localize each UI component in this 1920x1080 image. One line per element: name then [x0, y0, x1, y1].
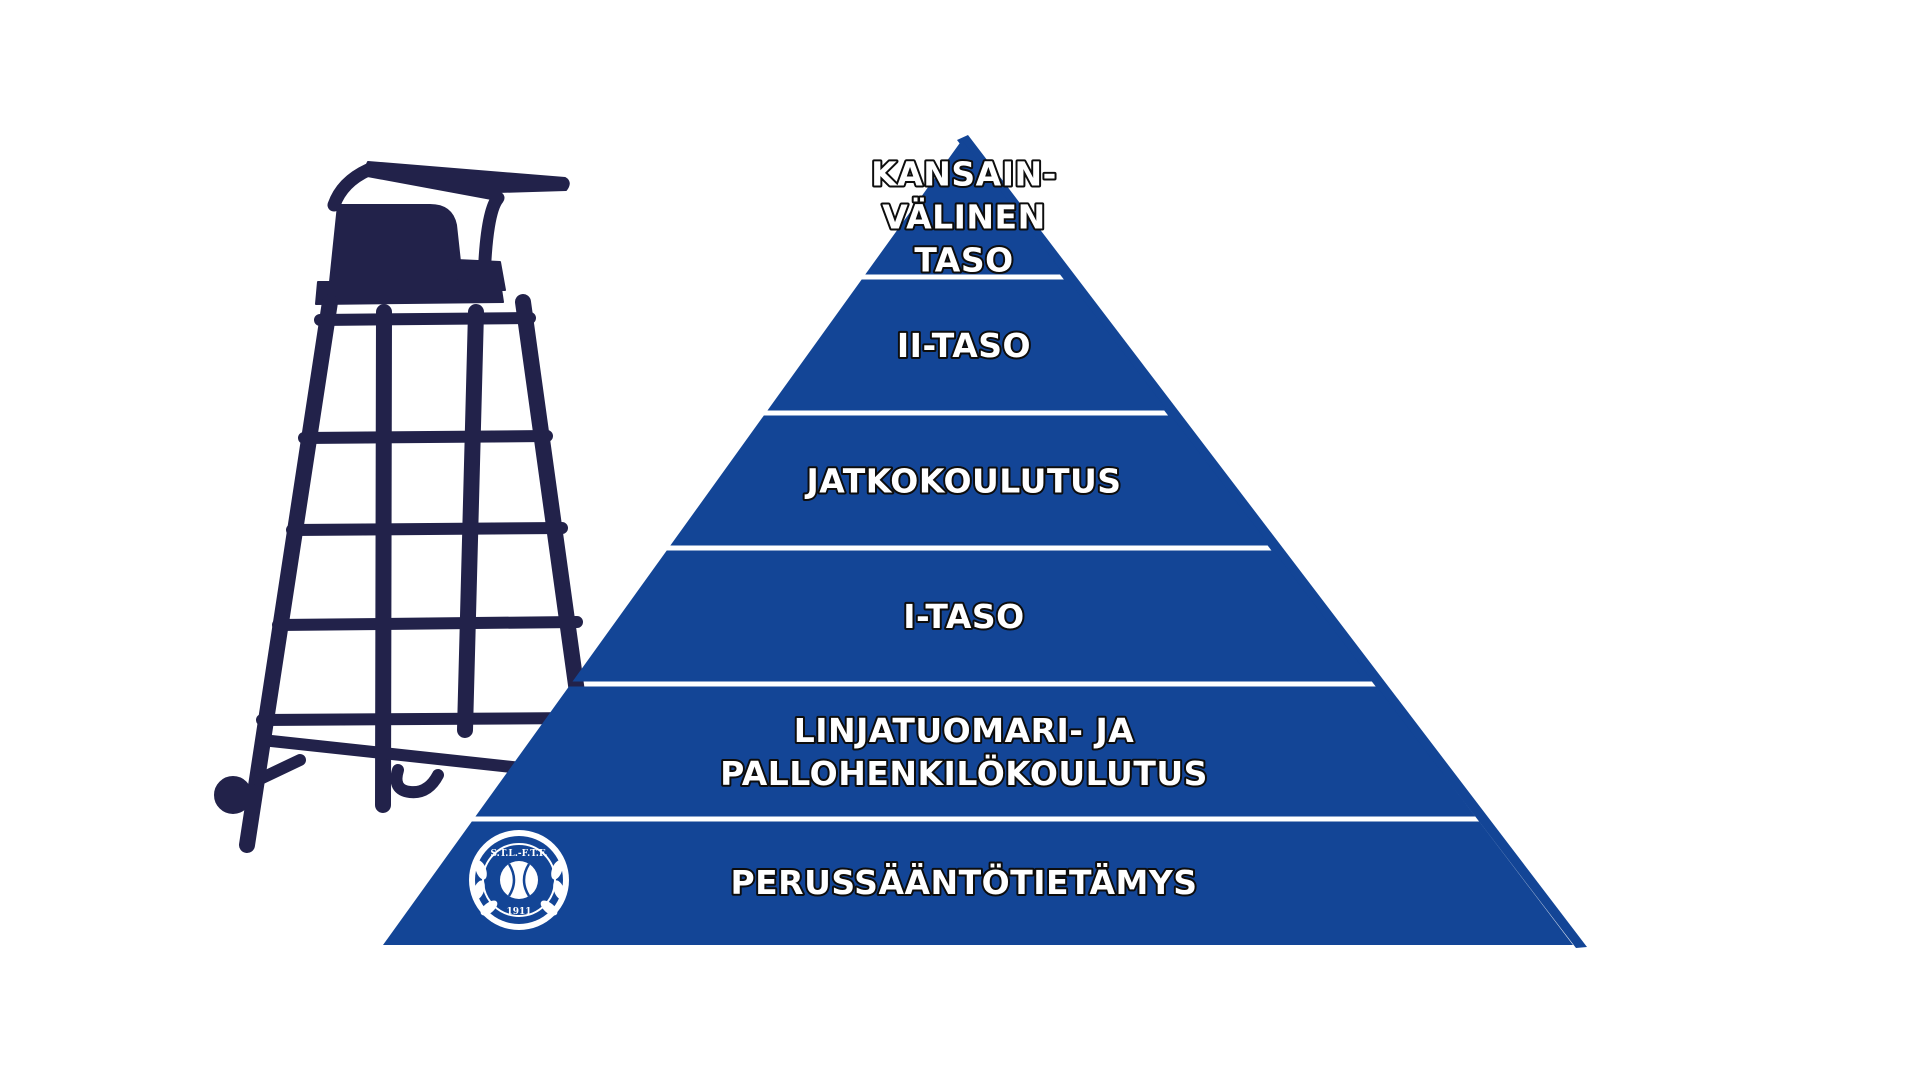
- umpire-chair-icon: [214, 161, 593, 853]
- pyramid-level-6-label-line-1: PERUSSÄÄNTÖTIETÄMYS: [730, 862, 1197, 902]
- pyramid-level-4: [572, 550, 1374, 682]
- tennis-federation-logo: S.T.L.-F.T.F. 1911: [469, 830, 569, 930]
- pyramid-level-1: [865, 140, 1065, 275]
- pyramid-level-3-label-line-1: JATKOKOULUTUS: [804, 462, 1121, 501]
- pyramid-level-5-label-line-1: LINJATUOMARI- JA: [794, 711, 1135, 750]
- pyramid-level-6: [383, 821, 1573, 945]
- pyramid: KANSAIN-VÄLINEN TASO II-TASO JATKOKOULUTUS I…: [383, 135, 1587, 948]
- logo-top-text: S.T.L.-F.T.F.: [490, 849, 547, 859]
- pyramid-level-3: [670, 415, 1270, 546]
- tennis-ball-icon: [500, 861, 538, 899]
- pyramid-level-4-label-line-1: I-TASO: [903, 597, 1024, 636]
- logo-year: 1911: [506, 907, 531, 917]
- pyramid-level-1-label-line-3: TASO: [914, 241, 1013, 280]
- pyramid-level-1-label-line-1: KANSAIN-: [871, 155, 1057, 194]
- pyramid-level-2-label-line-1: II-TASO: [897, 326, 1031, 365]
- pyramid-level-1-label-line-2: VÄLINEN: [882, 197, 1045, 237]
- pyramid-level-2: [767, 279, 1168, 411]
- pyramid-level-5: [475, 686, 1476, 817]
- pyramid-level-5-label-line-2: PALLOHENKILÖKOULUTUS: [720, 753, 1208, 793]
